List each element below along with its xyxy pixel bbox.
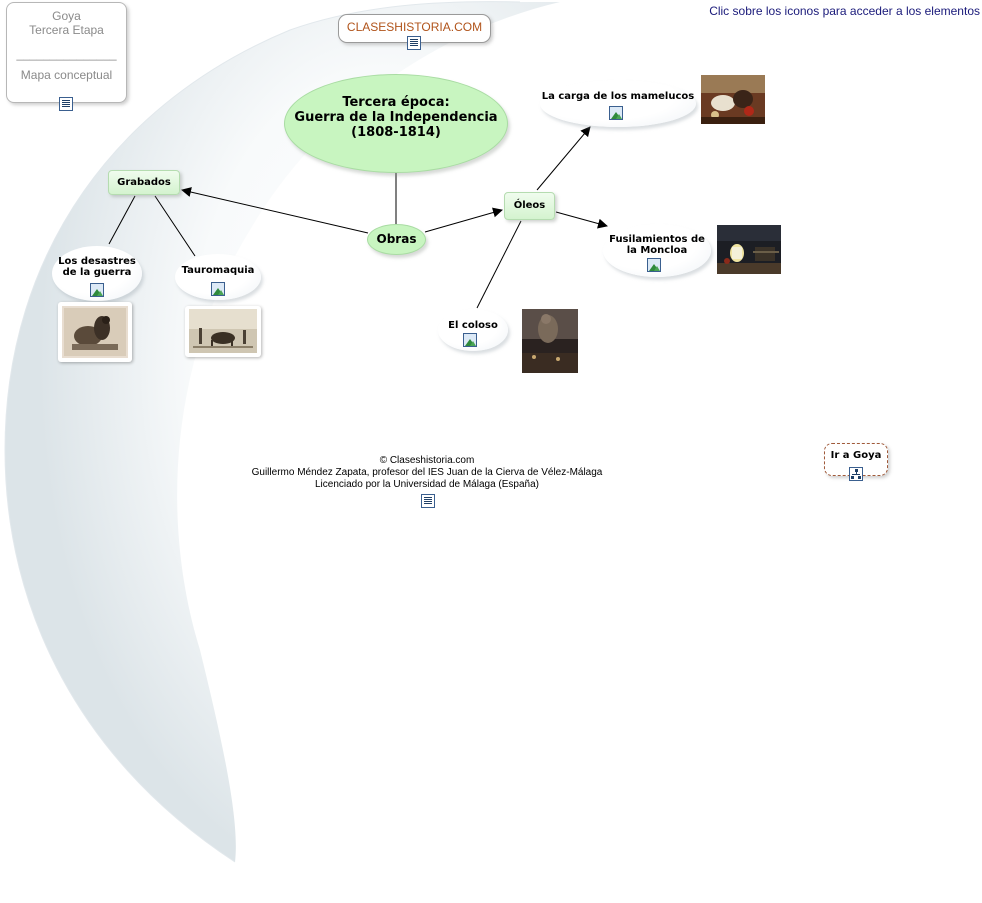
oleos-label: Óleos — [513, 200, 546, 211]
info-document-icon[interactable] — [59, 97, 73, 111]
mamelucos-label: La carga de los mamelucos — [541, 91, 695, 102]
credits-document-icon[interactable] — [421, 494, 435, 508]
coloso-image-icon[interactable] — [463, 333, 477, 347]
mamelucos-image-icon[interactable] — [609, 106, 623, 120]
info-subtitle: Tercera Etapa — [29, 23, 104, 37]
link-obras-oleos — [424, 207, 503, 233]
site-label: CLASESHISTORIA.COM — [346, 20, 483, 34]
node-grabados: Grabados — [108, 170, 180, 195]
link-oleos-mamelucos — [536, 126, 591, 191]
tauromaquia-thumbnail[interactable] — [185, 306, 261, 357]
central-node: Tercera época: Guerra de la Independenci… — [284, 74, 508, 173]
central-subtitle: Guerra de la Independencia — [294, 110, 498, 125]
tauromaquia-image-icon[interactable] — [211, 282, 225, 296]
desastres-label-2: de la guerra — [62, 267, 132, 278]
coloso-label: El coloso — [448, 320, 498, 331]
desastres-image-icon[interactable] — [90, 283, 104, 297]
tauromaquia-label: Tauromaquia — [181, 265, 255, 276]
fusilamientos-thumbnail[interactable] — [717, 225, 781, 274]
credits-line-2: Guillermo Méndez Zapata, profesor del IE… — [251, 467, 603, 478]
link-grabados-tauromaquia — [154, 195, 196, 257]
info-box: Goya Tercera Etapa _______________ Mapa … — [6, 2, 127, 103]
desastres-label-1: Los desastres — [58, 256, 136, 267]
credits-line-1: © Claseshistoria.com — [379, 455, 475, 466]
node-obras: Obras — [367, 224, 426, 255]
fusilamientos-label-2: la Moncloa — [626, 245, 688, 256]
info-title: Goya — [52, 9, 81, 23]
link-grabados-desastres — [108, 195, 136, 245]
obras-label: Obras — [376, 232, 417, 246]
instruction-text: Clic sobre los iconos para acceder a los… — [709, 4, 980, 18]
coloso-thumbnail[interactable] — [522, 309, 578, 373]
central-title: Tercera época: — [342, 95, 450, 110]
ir-goya-map-icon[interactable] — [849, 467, 863, 481]
link-oleos-coloso — [476, 220, 522, 309]
info-separator: _______________ — [16, 47, 117, 61]
central-dates: (1808-1814) — [351, 125, 441, 140]
credits-line-3: Licenciado por la Universidad de Málaga … — [314, 479, 540, 490]
desastres-thumbnail[interactable] — [58, 302, 132, 362]
site-document-icon[interactable] — [407, 36, 421, 50]
link-oleos-fusilamientos — [555, 211, 608, 229]
grabados-label: Grabados — [117, 177, 171, 188]
fusilamientos-label-1: Fusilamientos de — [609, 234, 705, 245]
mamelucos-thumbnail[interactable] — [701, 75, 765, 124]
node-fusilamientos: Fusilamientos de la Moncloa — [603, 224, 711, 277]
node-oleos: Óleos — [504, 192, 555, 220]
link-obras-grabados — [181, 187, 369, 234]
ir-goya-label: Ir a Goya — [830, 450, 882, 461]
fusilamientos-image-icon[interactable] — [647, 258, 661, 272]
info-map-label: Mapa conceptual — [20, 68, 113, 82]
